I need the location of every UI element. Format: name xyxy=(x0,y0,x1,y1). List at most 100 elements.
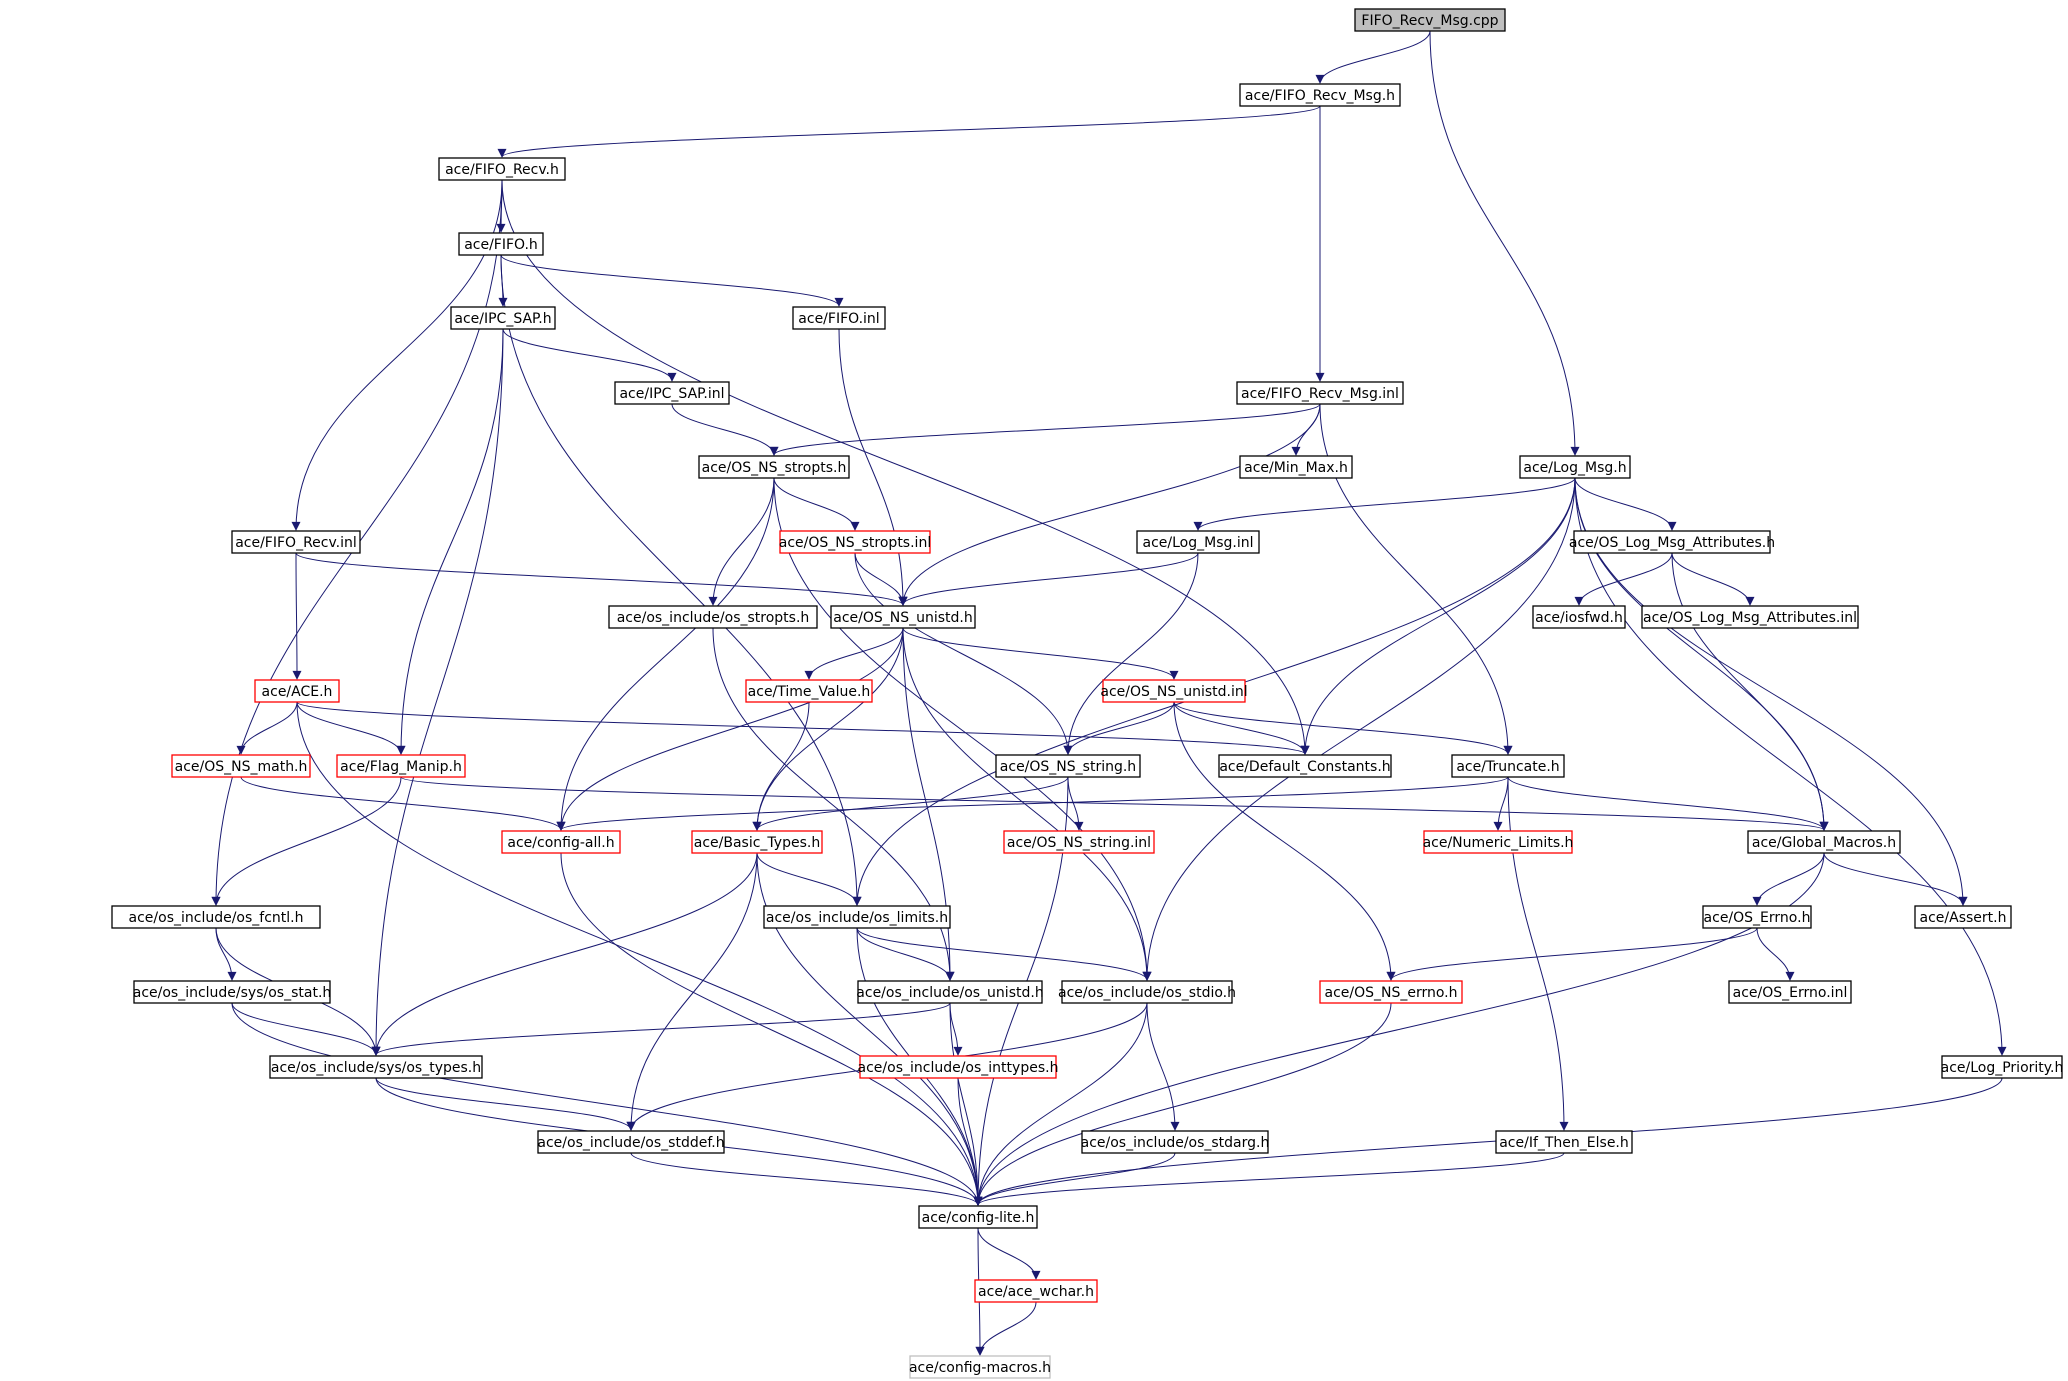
node-box xyxy=(857,980,1043,1004)
edge-os_include_os_limits_h-to-os_include_os_stdio_h xyxy=(856,927,1152,981)
node-ace-h[interactable]: ace/ACE.h xyxy=(254,679,340,703)
edge-path xyxy=(371,852,758,1056)
node-box xyxy=(779,530,931,554)
node-label: ace/OS_NS_errno.h xyxy=(1324,985,1457,1001)
node-log-msg-inl[interactable]: ace/Log_Msg.inl xyxy=(1136,530,1260,554)
node-fifo-recv-h[interactable]: ace/FIFO_Recv.h xyxy=(438,157,566,181)
node-os-log-msg-attributes-inl[interactable]: ace/OS_Log_Msg_Attributes.inl xyxy=(1641,605,1859,629)
node-os-log-msg-attributes-h[interactable]: ace/OS_Log_Msg_Attributes.h xyxy=(1569,530,1775,554)
node-fifo-recv-inl[interactable]: ace/FIFO_Recv.inl xyxy=(231,530,361,554)
edge-path xyxy=(231,1002,983,1206)
node-box xyxy=(1573,530,1771,554)
node-os-include-os-stropts-h[interactable]: ace/os_include/os_stropts.h xyxy=(608,605,818,629)
node-os-include-sys-os-types-h[interactable]: ace/os_include/sys/os_types.h xyxy=(269,1055,483,1079)
node-log-msg-h[interactable]: ace/Log_Msg.h xyxy=(1519,455,1631,479)
edge-path xyxy=(556,477,775,831)
node-if-then-else-h[interactable]: ace/If_Then_Else.h xyxy=(1495,1130,1633,1154)
edge-os_ns_unistd_inl-to-truncate_h xyxy=(1173,701,1513,755)
node-os-ns-math-h[interactable]: ace/OS_NS_math.h xyxy=(171,754,311,778)
edge-path xyxy=(973,1002,1148,1206)
node-box xyxy=(974,1279,1098,1303)
node-config-all-h[interactable]: ace/config-all.h xyxy=(501,830,621,854)
node-box xyxy=(1519,455,1631,479)
node-fifo-recv-msg-h[interactable]: ace/FIFO_Recv_Msg.h xyxy=(1239,83,1401,107)
node-root[interactable]: FIFO_Recv_Msg.cpp xyxy=(1354,8,1506,32)
node-box xyxy=(133,980,331,1004)
edge-path xyxy=(371,328,504,1056)
edge-basic_types_h-to-os_include_sys_os_types_h xyxy=(371,852,758,1056)
node-global-macros-h[interactable]: ace/Global_Macros.h xyxy=(1747,830,1901,854)
edge-path xyxy=(1671,552,1829,831)
node-fifo-recv-msg-inl[interactable]: ace/FIFO_Recv_Msg.inl xyxy=(1236,381,1404,405)
node-os-ns-stropts-inl[interactable]: ace/OS_NS_stropts.inl xyxy=(779,530,931,554)
node-flag-manip-h[interactable]: ace/Flag_Manip.h xyxy=(336,754,466,778)
edge-truncate_h-to-global_macros_h xyxy=(1507,776,1829,831)
node-os-include-sys-os-stat-h[interactable]: ace/os_include/sys/os_stat.h xyxy=(133,980,332,1004)
node-label: ace/os_include/sys/os_types.h xyxy=(271,1060,481,1076)
node-log-priority-h[interactable]: ace/Log_Priority.h xyxy=(1941,1055,2064,1079)
edge-config_all_h-to-config_lite_h xyxy=(560,852,983,1206)
edge-ace_wchar_h-to-config_macros_h xyxy=(975,1301,1037,1356)
edge-path xyxy=(773,477,1152,981)
node-label: ace/Min_Max.h xyxy=(1244,460,1348,476)
node-ipc-sap-inl[interactable]: ace/IPC_SAP.inl xyxy=(614,381,730,405)
node-config-lite-h[interactable]: ace/config-lite.h xyxy=(918,1205,1038,1229)
node-label: ace/Basic_Types.h xyxy=(694,835,820,851)
node-box xyxy=(830,605,976,629)
node-ipc-sap-h[interactable]: ace/IPC_SAP.h xyxy=(450,306,556,330)
edge-os_include_os_stdarg_h-to-config_lite_h xyxy=(973,1152,1176,1206)
node-os-include-os-unistd-h[interactable]: ace/os_include/os_unistd.h xyxy=(856,980,1044,1004)
node-fifo-h[interactable]: ace/FIFO.h xyxy=(458,232,544,256)
node-os-include-os-fcntl-h[interactable]: ace/os_include/os_fcntl.h xyxy=(111,905,321,929)
node-os-include-os-limits-h[interactable]: ace/os_include/os_limits.h xyxy=(763,905,951,929)
edge-path xyxy=(1173,701,1310,755)
node-os-include-os-inttypes-h[interactable]: ace/os_include/os_inttypes.h xyxy=(858,1055,1059,1079)
node-os-ns-stropts-h[interactable]: ace/OS_NS_stropts.h xyxy=(698,455,850,479)
node-box xyxy=(918,1205,1038,1229)
edge-path xyxy=(1173,701,1396,981)
edge-os_include_os_unistd_h-to-config_lite_h xyxy=(949,1002,983,1206)
node-label: FIFO_Recv_Msg.cpp xyxy=(1361,13,1498,29)
edge-log_msg_h-to-default_constants_h xyxy=(1300,477,1576,755)
node-time-value-h[interactable]: ace/Time_Value.h xyxy=(745,679,873,703)
edge-path xyxy=(296,701,406,755)
node-label: ace/os_include/os_stdarg.h xyxy=(1081,1135,1270,1151)
edge-path xyxy=(630,1152,983,1206)
node-os-include-os-stdarg-h[interactable]: ace/os_include/os_stdarg.h xyxy=(1081,1130,1270,1154)
node-label: ace/Flag_Manip.h xyxy=(340,759,462,775)
edge-path xyxy=(295,552,908,606)
node-min-max-h[interactable]: ace/Min_Max.h xyxy=(1239,455,1353,479)
edge-os_ns_math_h-to-config_all_h xyxy=(240,776,566,831)
node-ace-wchar-h[interactable]: ace/ace_wchar.h xyxy=(974,1279,1098,1303)
node-os-errno-inl[interactable]: ace/OS_Errno.inl xyxy=(1728,980,1852,1004)
edge-flag_manip_h-to-os_include_os_fcntl_h xyxy=(211,776,402,906)
node-basic-types-h[interactable]: ace/Basic_Types.h xyxy=(691,830,823,854)
node-os-ns-unistd-h[interactable]: ace/OS_NS_unistd.h xyxy=(830,605,976,629)
edge-path xyxy=(957,1077,983,1206)
node-fifo-inl[interactable]: ace/FIFO.inl xyxy=(792,306,886,330)
node-os-ns-errno-h[interactable]: ace/OS_NS_errno.h xyxy=(1319,980,1463,1004)
node-iosfwd-h[interactable]: ace/iosfwd.h xyxy=(1532,605,1626,629)
node-truncate-h[interactable]: ace/Truncate.h xyxy=(1451,754,1565,778)
node-label: ace/Log_Msg.h xyxy=(1523,460,1626,476)
node-os-errno-h[interactable]: ace/OS_Errno.h xyxy=(1702,905,1812,929)
node-os-ns-string-inl[interactable]: ace/OS_NS_string.inl xyxy=(1003,830,1155,854)
node-numeric-limits-h[interactable]: ace/Numeric_Limits.h xyxy=(1423,830,1574,854)
node-box xyxy=(1102,679,1246,703)
node-label: ace/FIFO_Recv_Msg.inl xyxy=(1241,386,1399,402)
edge-path xyxy=(973,1152,1565,1206)
edge-ipc_sap_h-to-flag_manip_h xyxy=(396,328,504,755)
node-os-ns-string-h[interactable]: ace/OS_NS_string.h xyxy=(995,754,1141,778)
edge-path xyxy=(556,627,904,831)
node-assert-h[interactable]: ace/Assert.h xyxy=(1914,905,2012,929)
node-os-include-os-stddef-h[interactable]: ace/os_include/os_stddef.h xyxy=(537,1130,725,1154)
edge-fifo_recv_inl-to-os_ns_unistd_h xyxy=(295,552,908,606)
node-label: ace/config-lite.h xyxy=(922,1210,1035,1226)
node-box xyxy=(111,905,321,929)
node-config-macros-h: ace/config-macros.h xyxy=(909,1355,1051,1379)
node-os-include-os-stdio-h[interactable]: ace/os_include/os_stdio.h xyxy=(1058,980,1236,1004)
node-os-ns-unistd-inl[interactable]: ace/OS_NS_unistd.inl xyxy=(1100,679,1248,703)
node-default-constants-h[interactable]: ace/Default_Constants.h xyxy=(1218,754,1392,778)
node-label: ace/FIFO.inl xyxy=(798,311,879,327)
